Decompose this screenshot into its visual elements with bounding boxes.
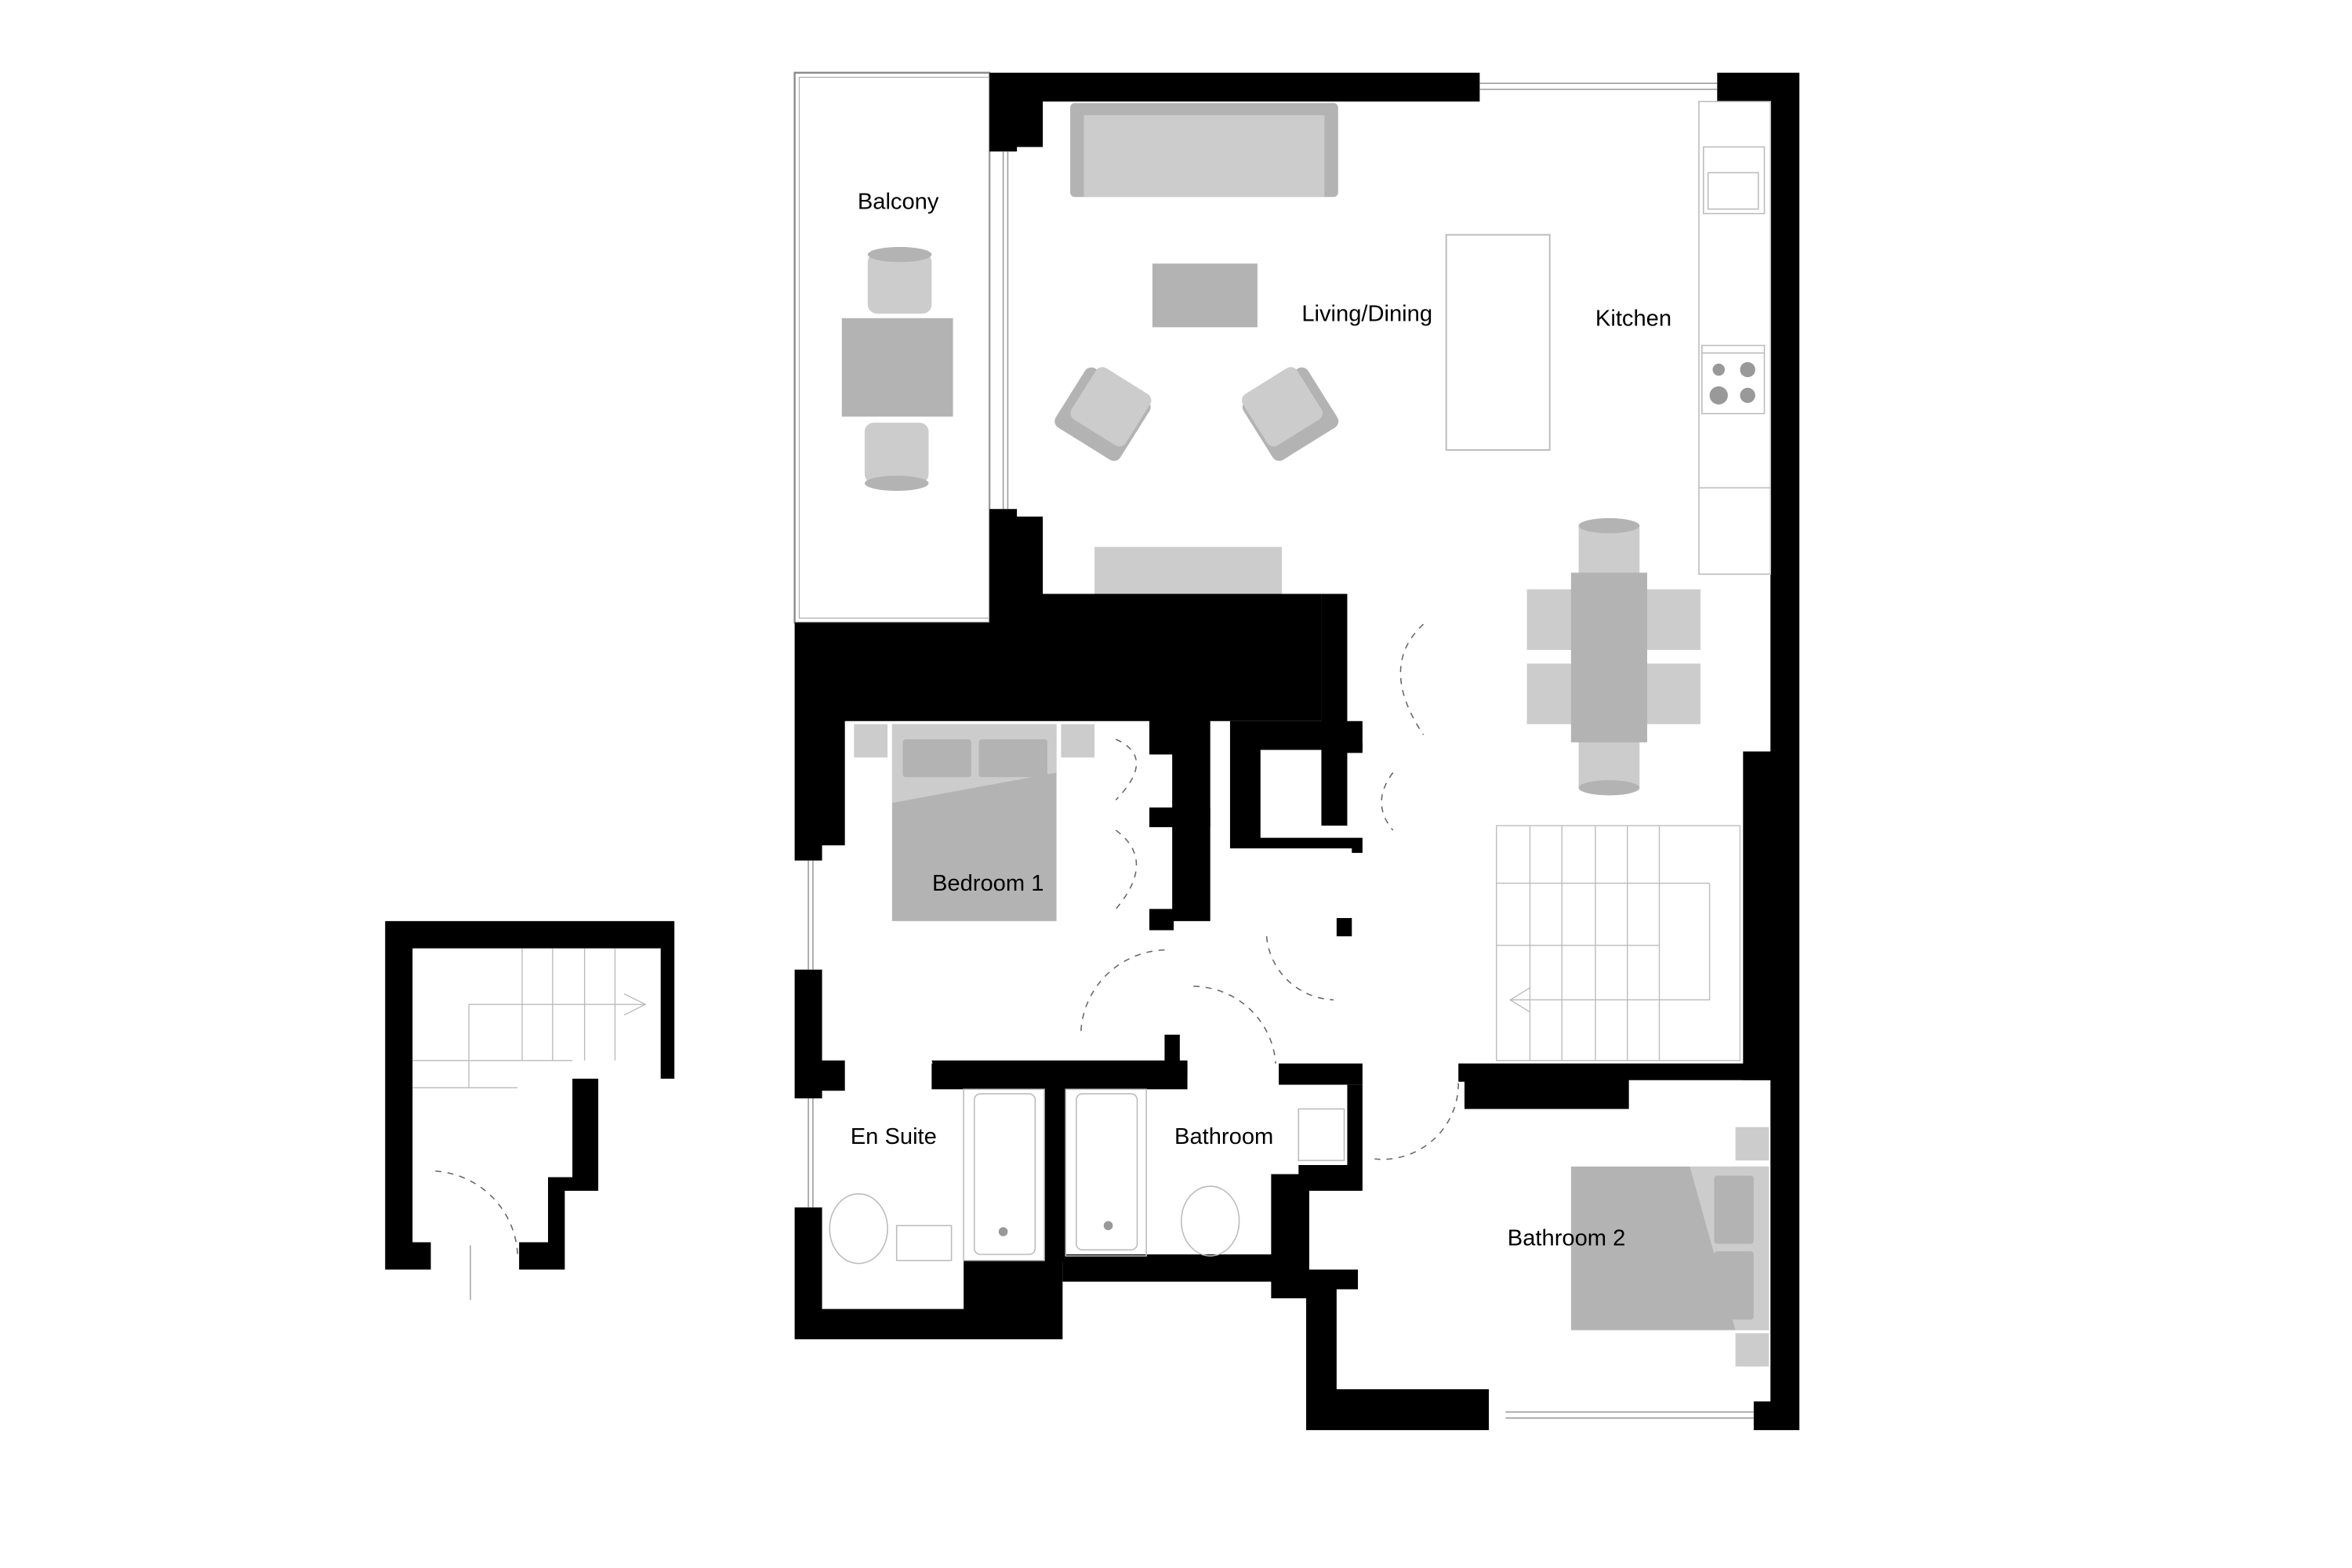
kitchen-counter	[1698, 100, 1772, 575]
bed-bedroom1	[854, 724, 1095, 921]
label-bathroom: Bathroom	[1174, 1124, 1273, 1149]
entrance-stair	[385, 920, 675, 1300]
dining-table	[1526, 517, 1700, 796]
label-living-dining: Living/Dining	[1301, 302, 1432, 327]
door-swings	[1080, 623, 1459, 1160]
walls	[794, 72, 1800, 1431]
label-bedroom-1: Bedroom 1	[932, 871, 1044, 896]
staircase	[1496, 825, 1741, 1062]
label-bathroom-2: Bathroom 2	[1508, 1225, 1626, 1250]
balcony-area	[793, 71, 991, 624]
label-en-suite: En Suite	[851, 1124, 937, 1149]
bath-fixtures	[829, 1088, 1345, 1265]
label-balcony: Balcony	[858, 190, 939, 215]
bed-bathroom2	[1570, 1127, 1769, 1367]
label-kitchen: Kitchen	[1595, 307, 1671, 332]
windows	[808, 82, 1754, 1419]
room-labels: Balcony Living/Dining Kitchen Bedroom 1 …	[851, 190, 1671, 1251]
living-furniture	[1054, 103, 1551, 594]
